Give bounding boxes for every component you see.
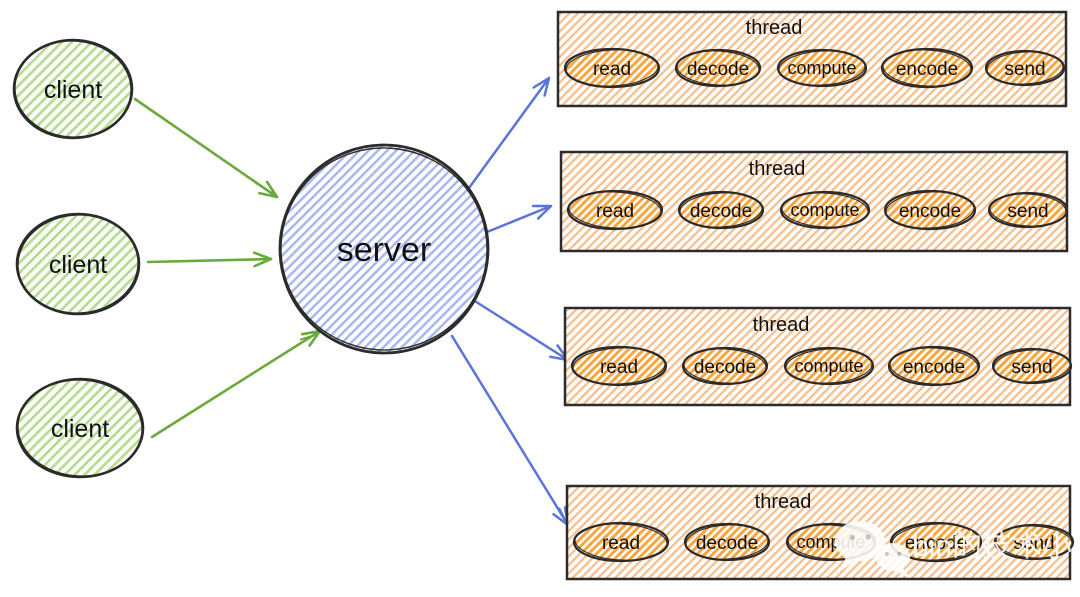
- stage-label: encode: [903, 357, 965, 378]
- stage-ellipse-send: send: [991, 347, 1073, 385]
- stage-label: read: [596, 201, 634, 222]
- stage-label: compute: [790, 200, 859, 220]
- thread-label: thread: [755, 491, 812, 513]
- stage-ellipse-encode: encode: [883, 189, 977, 231]
- stage-label: read: [600, 357, 638, 378]
- stage-ellipse-read: read: [572, 521, 670, 563]
- stage-ellipse-send: send: [993, 523, 1075, 561]
- stage-label: send: [1004, 59, 1045, 80]
- stage-label: encode: [896, 59, 958, 80]
- arrow-client3-server: [150, 329, 322, 439]
- watermark: bin的技术小屋: [835, 521, 1080, 578]
- stage-label: send: [1011, 357, 1052, 378]
- stage-label: decode: [694, 357, 756, 378]
- client-label: client: [44, 76, 102, 104]
- stage-ellipse-decode: decode: [681, 346, 769, 386]
- stage-ellipse-compute: compute: [779, 190, 871, 230]
- stage-ellipse-decode: decode: [677, 190, 765, 230]
- stage-ellipse-compute: compute: [776, 48, 868, 88]
- client-node-1: client: [12, 38, 134, 140]
- stage-label: decode: [696, 533, 758, 554]
- server-node: server: [278, 143, 490, 355]
- stage-label: compute: [787, 58, 856, 78]
- stage-ellipse-send: send: [987, 191, 1069, 229]
- thread-box-1: thread read decode compute encode send: [556, 10, 1068, 108]
- stage-ellipse-send: send: [984, 49, 1066, 87]
- thread-box-3: thread read decode compute encode send: [563, 306, 1073, 407]
- wechat-icon: [835, 521, 910, 578]
- client-node-3: client: [15, 377, 145, 479]
- arrow-server-thread2: [485, 204, 553, 234]
- arrow-server-thread3: [468, 296, 570, 362]
- stage-label: send: [1007, 201, 1048, 222]
- stage-label: read: [593, 59, 631, 80]
- server-label: server: [337, 231, 431, 269]
- arrow-client1-server: [133, 97, 279, 199]
- stage-label: encode: [905, 533, 967, 554]
- stage-label: compute: [794, 356, 863, 376]
- stage-label: decode: [690, 201, 752, 222]
- client-label: client: [51, 415, 109, 443]
- thread-box-2: thread read decode compute encode send: [559, 150, 1069, 253]
- client-node-2: client: [15, 212, 141, 316]
- stage-ellipse-read: read: [570, 345, 668, 387]
- stage-ellipse-encode: encode: [887, 345, 981, 387]
- thread-label: thread: [746, 17, 803, 39]
- thread-label: thread: [753, 314, 810, 336]
- stage-ellipse-read: read: [563, 47, 661, 89]
- stage-ellipse-read: read: [566, 189, 664, 231]
- arrow-server-thread1: [467, 76, 551, 190]
- stage-ellipse-encode: encode: [880, 47, 974, 89]
- watermark-text: bin的技术小屋: [912, 530, 1080, 563]
- stage-label: encode: [899, 201, 961, 222]
- client-label: client: [49, 251, 107, 279]
- stage-ellipse-compute: compute: [783, 346, 875, 386]
- stage-ellipse-decode: decode: [683, 522, 771, 562]
- thread-label: thread: [749, 158, 806, 180]
- stage-label: decode: [687, 59, 749, 80]
- arrow-server-thread4: [450, 334, 570, 527]
- stage-ellipse-decode: decode: [674, 48, 762, 88]
- stage-label: read: [602, 533, 640, 554]
- arrow-client2-server: [146, 251, 273, 268]
- stage-label: send: [1013, 533, 1054, 554]
